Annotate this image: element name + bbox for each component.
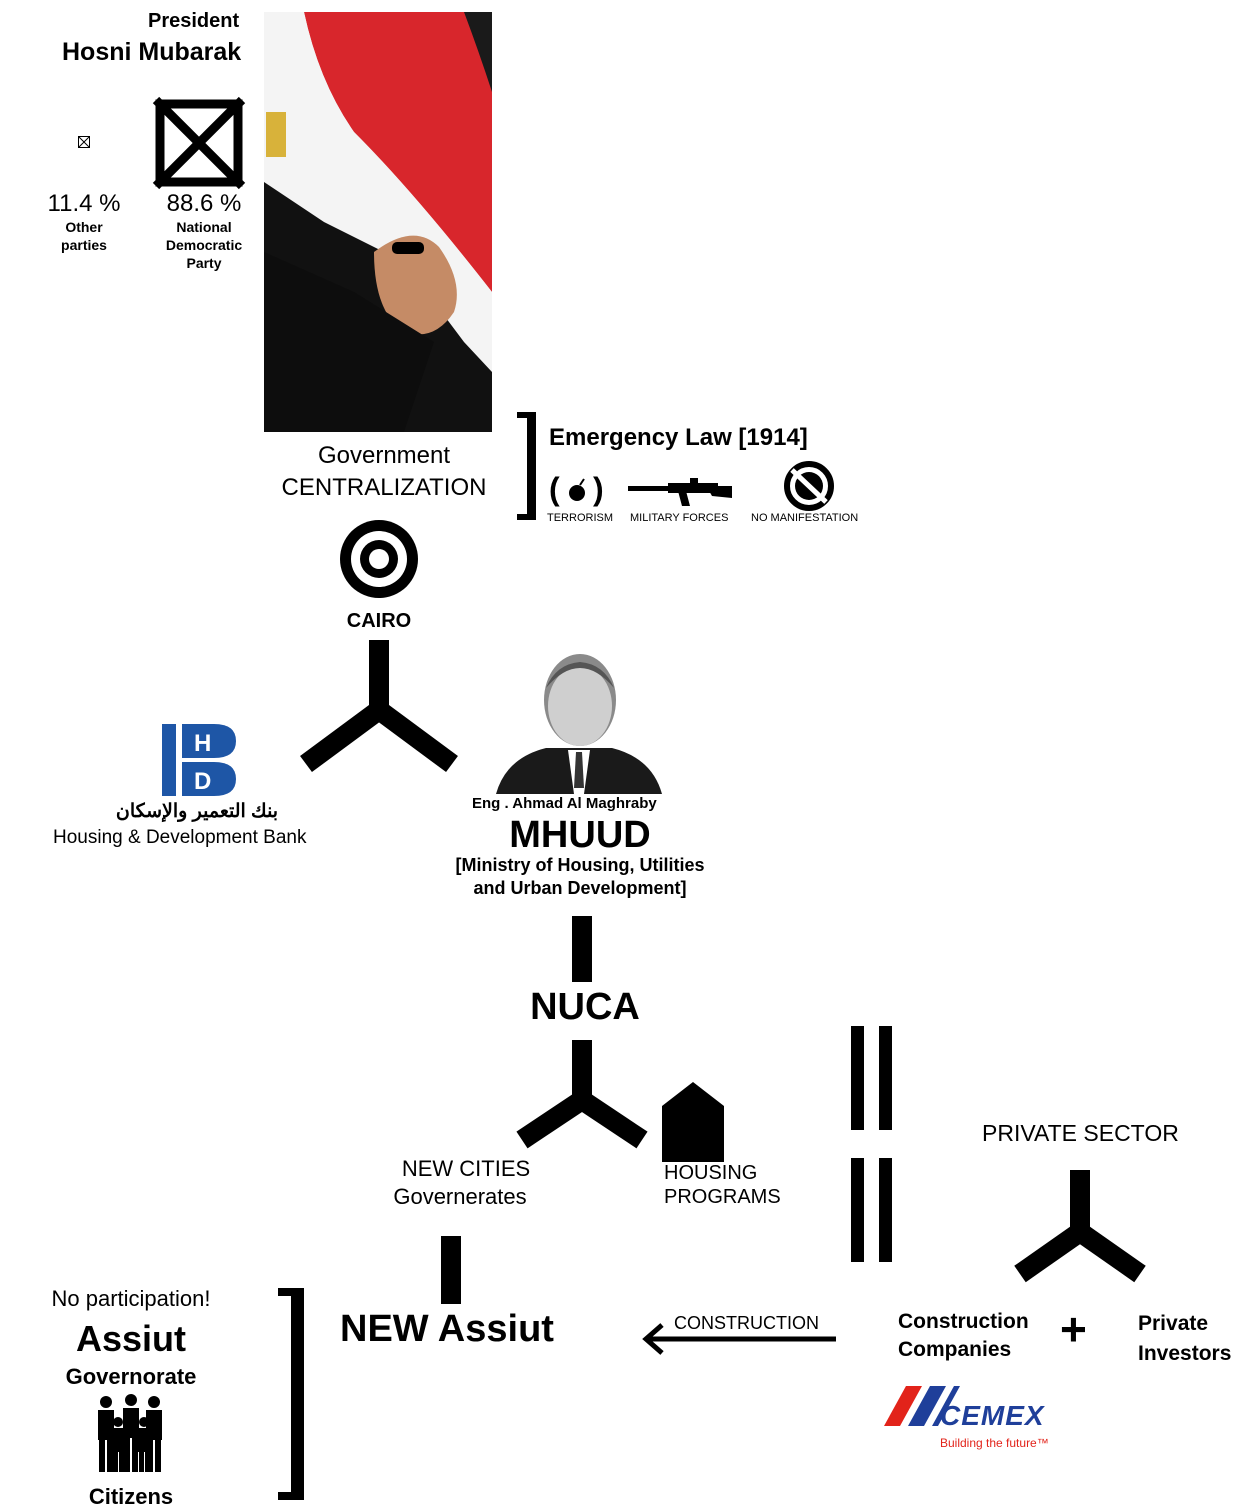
no-entry-icon bbox=[784, 461, 834, 511]
cairo-split-connector bbox=[300, 640, 458, 773]
assiut-governorate: Governorate bbox=[65, 1364, 197, 1389]
assiut-name: Assiut bbox=[75, 1318, 187, 1359]
arrow-left-icon bbox=[642, 1323, 836, 1355]
other-label-2: parties bbox=[61, 237, 107, 253]
mhuud-full-1: [Ministry of Housing, Utilities bbox=[455, 855, 705, 875]
minister-portrait bbox=[496, 654, 662, 794]
target-icon bbox=[340, 520, 418, 598]
private-investors-1: Private bbox=[1138, 1312, 1209, 1335]
mhuud-nuca-connector bbox=[572, 916, 592, 982]
ndp-label-1: National bbox=[176, 219, 232, 235]
government-line2: CENTRALIZATION bbox=[281, 474, 487, 501]
cemex-logo bbox=[884, 1386, 960, 1426]
president-title: President bbox=[148, 10, 240, 32]
nuca-label: NUCA bbox=[530, 986, 640, 1028]
svg-text:(: ( bbox=[549, 471, 560, 507]
no-manifestation-label: NO MANIFESTATION bbox=[751, 512, 859, 524]
house-icon bbox=[662, 1082, 724, 1162]
new-cities-line1: NEW CITIES bbox=[401, 1156, 531, 1181]
ndp-label-3: Party bbox=[186, 255, 222, 271]
hdb-english-name: Housing & Development Bank bbox=[53, 827, 307, 848]
housing-line2: PROGRAMS bbox=[664, 1186, 781, 1208]
private-sector-split-connector bbox=[1014, 1170, 1146, 1283]
president-portrait bbox=[264, 12, 492, 432]
svg-text:D: D bbox=[194, 768, 211, 795]
no-participation-label: No participation! bbox=[51, 1286, 211, 1311]
separator-bar bbox=[851, 1026, 864, 1130]
ndp-pct: 88.6 % bbox=[166, 190, 242, 217]
private-investors-2: Investors bbox=[1138, 1342, 1232, 1365]
new-cities-new-assiut-connector bbox=[441, 1236, 461, 1304]
ndp-label-2: Democratic bbox=[165, 237, 243, 253]
plus-sign: + bbox=[1060, 1303, 1087, 1355]
mhuud-acronym: MHUUD bbox=[509, 814, 651, 856]
housing-line1: HOUSING bbox=[664, 1162, 758, 1184]
hdb-logo: H D bbox=[162, 724, 236, 796]
assiut-bracket bbox=[291, 1288, 304, 1500]
private-sector-title: PRIVATE SECTOR bbox=[982, 1120, 1179, 1146]
ballot-check-icon bbox=[152, 96, 246, 190]
new-assiut-label: NEW Assiut bbox=[340, 1308, 554, 1350]
nuca-split-connector bbox=[516, 1040, 648, 1149]
cemex-brand: CEMEX bbox=[940, 1400, 1045, 1431]
mhuud-full-2: and Urban Development] bbox=[473, 878, 687, 898]
people-icon bbox=[98, 1394, 162, 1472]
hdb-arabic-name: بنك التعمير والإسكان bbox=[115, 801, 279, 822]
terrorism-label: TERRORISM bbox=[547, 512, 613, 524]
svg-text:H: H bbox=[194, 730, 211, 757]
construction-companies-1: Construction bbox=[898, 1310, 1029, 1333]
military-label: MILITARY FORCES bbox=[630, 512, 729, 524]
other-pct: 11.4 % bbox=[47, 190, 121, 217]
bomb-icon: ( ) bbox=[549, 471, 604, 507]
small-ballot-icon bbox=[78, 136, 90, 148]
svg-text:): ) bbox=[593, 471, 604, 507]
cemex-tagline: Building the future™ bbox=[940, 1436, 1049, 1450]
minister-name: Eng . Ahmad Al Maghraby bbox=[472, 795, 657, 812]
citizens-label: Citizens bbox=[88, 1484, 174, 1509]
other-label-1: Other bbox=[65, 219, 103, 235]
rifle-icon bbox=[628, 478, 732, 506]
emergency-title: Emergency Law [1914] bbox=[549, 424, 808, 451]
construction-companies-2: Companies bbox=[898, 1338, 1012, 1361]
construction-label: CONSTRUCTION bbox=[674, 1313, 819, 1333]
cairo-label: CAIRO bbox=[346, 610, 412, 632]
emergency-bracket bbox=[527, 412, 536, 520]
government-line1: Government bbox=[317, 442, 451, 469]
president-name: Hosni Mubarak bbox=[62, 38, 242, 66]
new-cities-line2: Governerates bbox=[393, 1184, 527, 1209]
